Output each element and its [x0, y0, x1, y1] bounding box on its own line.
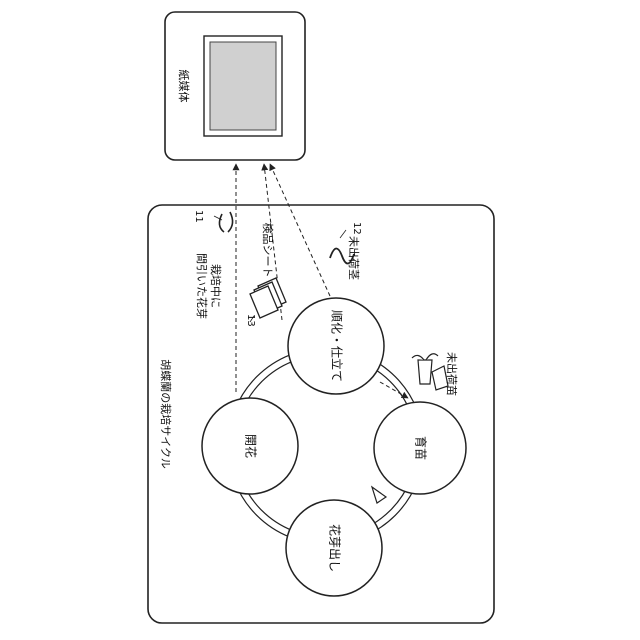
stage-junka: 順化・仕立て	[288, 298, 384, 394]
unshipped-stem-label: 未出荷茎	[347, 236, 361, 280]
ref-12-leader	[340, 230, 346, 238]
thinned-flower-label-1: 栽培中に	[209, 264, 223, 308]
ref-12: 12	[351, 222, 362, 235]
inspection-sheet-label: 検品シート	[261, 223, 275, 278]
stage-kaika: 開花	[202, 398, 298, 494]
stage-junka-label: 順化・仕立て	[330, 310, 345, 382]
line-from-junka	[270, 164, 330, 296]
stage-katsudashi-label: 花芽出し	[328, 524, 343, 572]
stage-ikubyo-label: 育苗	[414, 436, 429, 460]
unshipped-seedling-icon	[412, 354, 448, 390]
paper-medium-device: 紙媒体	[165, 12, 305, 160]
device-label: 紙媒体	[177, 70, 191, 103]
stage-ikubyo: 育苗	[374, 402, 466, 494]
stage-katsudashi: 花芽出し	[286, 500, 382, 596]
ref-13: 13	[245, 314, 256, 327]
cycle-title: 胡蝶蘭の栽培サイクル	[159, 359, 173, 468]
unshipped-seedling-label: 未出荷苗	[445, 352, 459, 396]
ref-11: 11	[193, 210, 204, 223]
thinned-flower-label-2: 間引いた花芽	[195, 253, 209, 319]
cycle-arrow	[372, 487, 386, 503]
stage-kaika-label: 開花	[244, 434, 259, 458]
line-junka-to-ikubyo	[380, 382, 408, 398]
device-screen	[210, 42, 276, 130]
thinned-flower-icon	[219, 212, 232, 232]
